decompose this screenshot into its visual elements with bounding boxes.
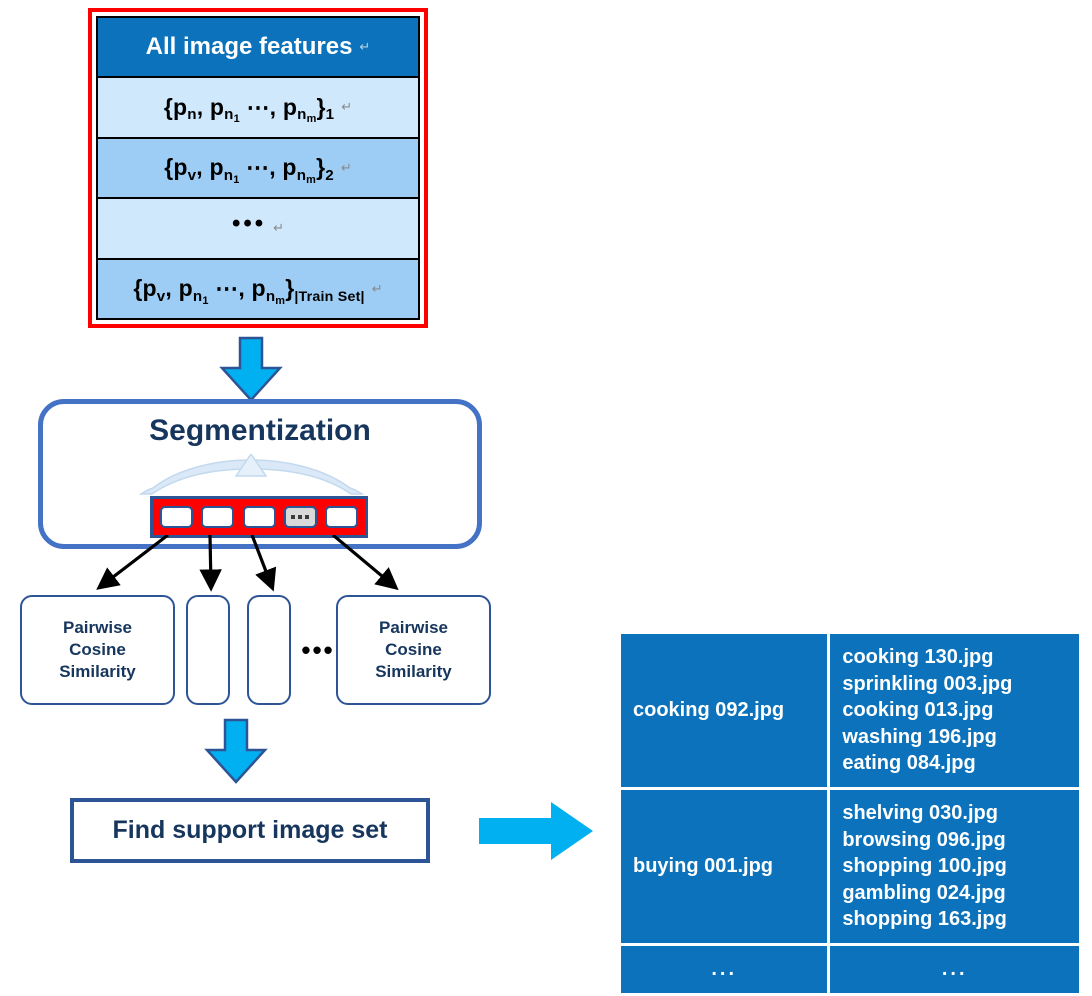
diverging-arrows-group bbox=[96, 535, 399, 592]
result-support-cell-1: cooking 130.jpg sprinkling 003.jpg cooki… bbox=[830, 634, 1079, 787]
result-query-cell-1: cooking 092.jpg bbox=[621, 634, 828, 787]
support-item: cooking 130.jpg bbox=[842, 646, 994, 668]
diverge-arrow-3 bbox=[250, 535, 277, 592]
feature-ellipsis: ••• bbox=[231, 210, 267, 238]
segment-cell-1[interactable] bbox=[160, 506, 193, 528]
paragraph-mark-icon: ↵ bbox=[341, 99, 353, 115]
find-support-label: Find support image set bbox=[112, 816, 388, 844]
diverge-arrow-4 bbox=[331, 535, 399, 591]
feature-row-1: {pn, pn1 ⋯, pnm}1 ↵ bbox=[98, 78, 418, 139]
support-set-results-table: cooking 092.jpg cooking 130.jpg sprinkli… bbox=[618, 631, 1082, 996]
segment-cell-5[interactable] bbox=[325, 506, 358, 528]
feature-formula-4: {pv, pn1 ⋯, pnm}|Train Set| bbox=[133, 275, 365, 307]
segmentization-box: Segmentization bbox=[38, 399, 482, 549]
table-row: cooking 092.jpg cooking 130.jpg sprinkli… bbox=[621, 634, 1079, 787]
support-item: cooking 013.jpg bbox=[842, 699, 994, 722]
pairwise-box-2-empty bbox=[186, 595, 230, 705]
feature-table-body: All image features ↵ {pn, pn1 ⋯, pnm}1 ↵… bbox=[96, 16, 420, 320]
table-row-ellipsis: ... ... bbox=[621, 945, 1079, 993]
feature-row-4: {pv, pn1 ⋯, pnm}|Train Set| ↵ bbox=[98, 259, 418, 318]
pairwise-ellipsis: ••• bbox=[301, 634, 335, 665]
paragraph-mark-icon: ↵ bbox=[340, 159, 352, 175]
support-item: eating 084.jpg bbox=[842, 752, 976, 775]
pw-box-4-label: Pairwise Cosine Similarity bbox=[375, 618, 452, 681]
down-arrow-icon-1 bbox=[219, 336, 283, 402]
support-item: sprinkling 003.jpg bbox=[842, 672, 1013, 695]
feature-row-3-ellipsis: ••• ↵ bbox=[98, 199, 418, 260]
pairwise-cosine-similarity-box-1: Pairwise Cosine Similarity bbox=[20, 595, 175, 705]
segment-cell-2[interactable] bbox=[201, 506, 235, 528]
diverge-arrow-1 bbox=[96, 535, 169, 590]
result-query-cell-ellipsis: ... bbox=[621, 945, 828, 993]
feature-table-header-label: All image features bbox=[145, 33, 353, 60]
support-item: shopping 163.jpg bbox=[842, 908, 1007, 931]
diverge-arrow-2 bbox=[199, 535, 222, 592]
support-item: gambling 024.jpg bbox=[842, 881, 1006, 904]
pairwise-cosine-similarity-box-4: Pairwise Cosine Similarity bbox=[336, 595, 491, 705]
feature-row-2: {pv, pn1 ⋯, pnm}2 ↵ bbox=[98, 138, 418, 199]
segmentization-title: Segmentization bbox=[149, 414, 371, 447]
paragraph-mark-icon: ↵ bbox=[359, 39, 371, 54]
pairwise-box-3-empty bbox=[247, 595, 291, 705]
result-support-cell-ellipsis: ... bbox=[830, 945, 1079, 993]
support-item: washing 196.jpg bbox=[842, 725, 997, 748]
down-arrow-icon-2 bbox=[204, 718, 268, 784]
right-arrow-icon bbox=[479, 802, 593, 860]
support-item: shelving 030.jpg bbox=[842, 801, 998, 824]
paragraph-mark-icon: ↵ bbox=[371, 280, 383, 296]
paragraph-mark-icon: ↵ bbox=[273, 220, 285, 236]
result-support-cell-2: shelving 030.jpg browsing 096.jpg shoppi… bbox=[830, 789, 1079, 943]
result-query-cell-2: buying 001.jpg bbox=[621, 789, 828, 943]
table-row: buying 001.jpg shelving 030.jpg browsing… bbox=[621, 789, 1079, 943]
feature-formula-2: {pv, pn1 ⋯, pnm}2 bbox=[164, 154, 334, 186]
find-support-image-set-box: Find support image set bbox=[70, 798, 430, 863]
arc-decoration-icon bbox=[139, 454, 364, 495]
pw-box-1-label: Pairwise Cosine Similarity bbox=[59, 618, 136, 681]
segment-cell-ellipsis[interactable] bbox=[283, 506, 317, 528]
support-item: browsing 096.jpg bbox=[842, 828, 1006, 851]
segment-cell-3[interactable] bbox=[242, 506, 276, 528]
all-image-features-table: All image features ↵ {pn, pn1 ⋯, pnm}1 ↵… bbox=[88, 8, 428, 328]
feature-table-header-row: All image features ↵ bbox=[98, 18, 418, 78]
feature-formula-1: {pn, pn1 ⋯, pnm}1 bbox=[163, 93, 335, 126]
segment-strip bbox=[150, 496, 368, 538]
support-item: shopping 100.jpg bbox=[842, 855, 1007, 878]
